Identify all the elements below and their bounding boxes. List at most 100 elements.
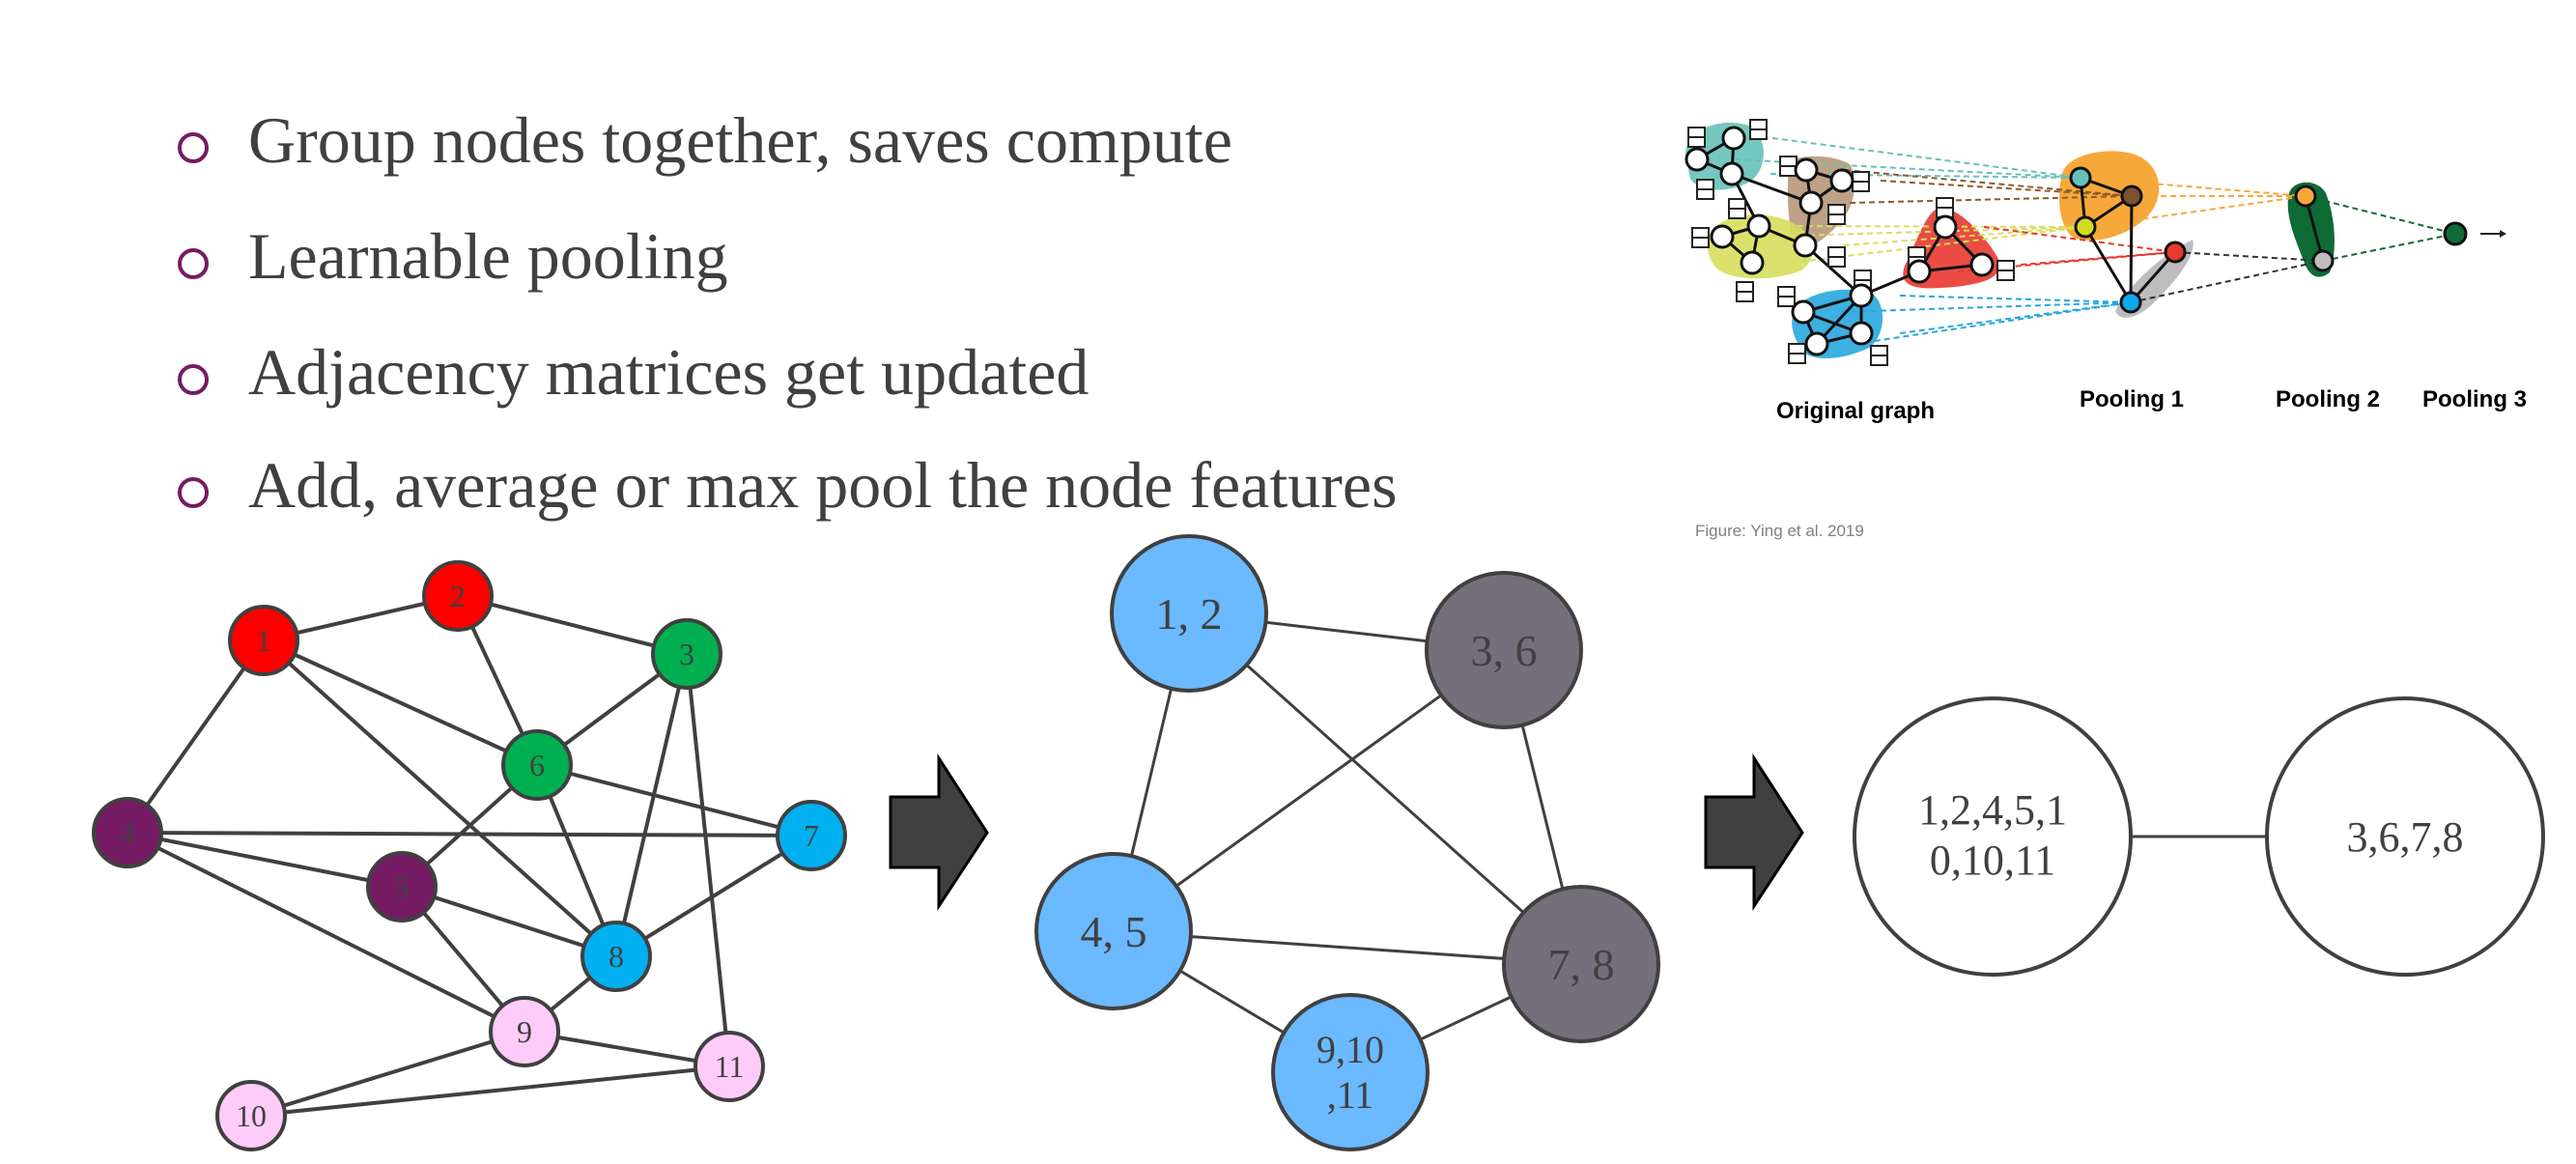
pool3-node [2443, 221, 2468, 246]
edge-7-8 [614, 834, 813, 958]
figure-node [1849, 283, 1874, 308]
pooled-node-circle [1502, 885, 1660, 1043]
node-circle [422, 560, 494, 632]
final-node-label: 1,2,4,5,1 [1918, 786, 2067, 834]
edge-3-8 [614, 653, 689, 957]
pool2-node-gray [2311, 249, 2335, 272]
feature-box-icon [1691, 227, 1710, 248]
figure-node [1829, 168, 1854, 193]
figure-caption: Figure: Ying et al. 2019 [1695, 522, 1864, 540]
pool1-edge [2083, 226, 2133, 303]
graph-node-1: 1 [228, 605, 299, 676]
figure-node [1791, 299, 1816, 325]
bullet-text: Adjacency matrices get updated [248, 335, 1089, 409]
assignment-line-blue [1854, 301, 2132, 345]
assignment-line-pool2 [2130, 260, 2324, 303]
graph-node-9: 9 [489, 996, 560, 1067]
final-node-circle [1853, 696, 2133, 977]
assignment-line-pool3 [2322, 233, 2456, 262]
pool1-edge [2129, 195, 2134, 303]
assignment-line-yellow [1843, 226, 2086, 246]
assignment-line-red [1983, 226, 2176, 253]
assignment-line-brown [1880, 180, 2133, 197]
figure-node [1746, 213, 1771, 239]
pool1-node-red [2164, 241, 2187, 264]
feature-box-icon [1827, 204, 1846, 225]
node-circle [92, 797, 163, 868]
figure-node [1798, 190, 1824, 215]
graph-node-3: 3 [651, 618, 722, 690]
pool2-edge [2304, 195, 2325, 262]
graph-node-2: 2 [422, 560, 494, 632]
figure-node [1719, 161, 1744, 186]
bullet-item: Learnable pooling [178, 219, 728, 293]
edge-9-10 [250, 1030, 525, 1118]
feature-box-icon [1777, 286, 1796, 307]
bullet-text: Add, average or max pool the node featur… [248, 448, 1398, 522]
assignment-line-blue [1899, 301, 2132, 334]
edge-1-6 [263, 639, 538, 767]
pooled-node-label: 9,10 [1316, 1028, 1384, 1071]
node-circle [580, 921, 652, 992]
bullet-text: Group nodes together, saves compute [248, 103, 1232, 177]
bullet-item: Group nodes together, saves compute [178, 103, 1232, 177]
node-label: 2 [450, 579, 466, 613]
diffpool-figure: Original graph Pooling 1 Pooling 2 Pooli… [1676, 87, 2574, 560]
node-circle [228, 605, 299, 676]
pooled-node-label: 3, 6 [1471, 626, 1538, 675]
figure-node [1794, 157, 1819, 183]
node-label: 3 [679, 637, 694, 671]
figure-label-pooling-2: Pooling 2 [2276, 386, 2380, 412]
figure-node [1710, 224, 1735, 249]
feature-box-icon [1827, 246, 1846, 268]
pooled-edge-12-78 [1188, 611, 1582, 966]
edge-1-8 [262, 639, 618, 958]
final-graph-nodes: 1,2,4,5,10,10,11 3,6,7,8 [1853, 696, 2545, 977]
pooled-node-36: 3, 6 [1425, 571, 1583, 729]
pooled-node-label: 7, 8 [1548, 940, 1615, 989]
pooled-node-91011: 9,10,11 [1271, 993, 1430, 1151]
node-label: 9 [517, 1014, 532, 1049]
final-node-A: 1,2,4,5,10,10,11 [1853, 696, 2133, 977]
pooled-graph: 1, 23, 64, 57, 89,10,11 [1034, 534, 1660, 1151]
assignment-line-pool3 [2305, 195, 2456, 235]
bullet-item: Add, average or max pool the node featur… [178, 448, 1398, 522]
feature-box-icon [1936, 197, 1954, 218]
graph-node-7: 7 [776, 800, 847, 871]
bullet-text: Learnable pooling [248, 219, 728, 293]
final-graph: 1,2,4,5,10,10,11 3,6,7,8 [1853, 696, 2545, 977]
graph-node-5: 5 [366, 851, 438, 923]
figure-label-pooling-1: Pooling 1 [2080, 386, 2184, 412]
pooled-graph-nodes: 1, 23, 64, 57, 89,10,11 [1034, 534, 1660, 1151]
feature-box-icon [1687, 127, 1706, 148]
feature-box-icon [1696, 179, 1714, 200]
output-arrow-icon [2480, 230, 2506, 238]
bullet-item: Adjacency matrices get updated [178, 335, 1089, 409]
figure-node [1793, 233, 1818, 258]
edge-10-11 [250, 1065, 730, 1118]
edge-4-7 [127, 831, 812, 838]
figure-label-original-graph: Original graph [1776, 398, 1935, 424]
figure-nodes [1684, 126, 2468, 356]
final-node-B: 3,6,7,8 [2265, 696, 2545, 977]
bullet-circle-icon [178, 477, 209, 508]
figure-node [1907, 259, 1932, 284]
edge-1-4 [126, 639, 266, 835]
pool2-node-orange [2294, 185, 2317, 208]
edge-6-7 [536, 763, 812, 838]
assignment-line-brown [1849, 195, 2133, 204]
pooled-node-circle [1425, 571, 1583, 729]
assignment-line-pool2 [2174, 251, 2324, 262]
cluster-blob-yellow [1707, 214, 1813, 279]
graph-node-11: 11 [694, 1031, 765, 1102]
pool1-edge [2129, 251, 2177, 303]
edge-4-5 [127, 831, 403, 889]
figure-edge [1803, 243, 1863, 298]
graph-node-6: 6 [501, 729, 573, 801]
pool1-node-yellow [2074, 215, 2097, 239]
pooled-node-label: ,11 [1327, 1073, 1374, 1117]
edge-5-8 [401, 885, 617, 958]
feature-box-icon [1736, 281, 1754, 302]
right-arrow-icon [889, 752, 989, 912]
